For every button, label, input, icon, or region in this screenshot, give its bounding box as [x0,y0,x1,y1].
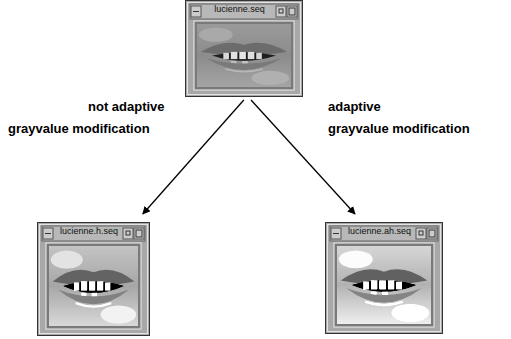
window-frame [38,223,150,336]
edge-label: adaptive grayvalue modification [328,96,506,140]
mouth-image [337,246,431,324]
window-title: lucienne.h.seq [54,226,124,241]
window-title: lucienne.seq [202,4,277,19]
image-window: lucienne.h.seq [37,222,152,336]
arrow-connector [143,100,244,214]
image-window: lucienne.ah.seq [325,222,445,334]
edge-label: not adaptive grayvalue modification [8,96,190,140]
mouth-image [49,246,138,326]
image-window: lucienne.seq [185,0,305,97]
window-frame [326,223,443,334]
mouth-image [197,24,291,87]
arrow-connector [251,100,355,214]
window-frame [186,1,303,97]
window-title: lucienne.ah.seq [342,226,417,241]
